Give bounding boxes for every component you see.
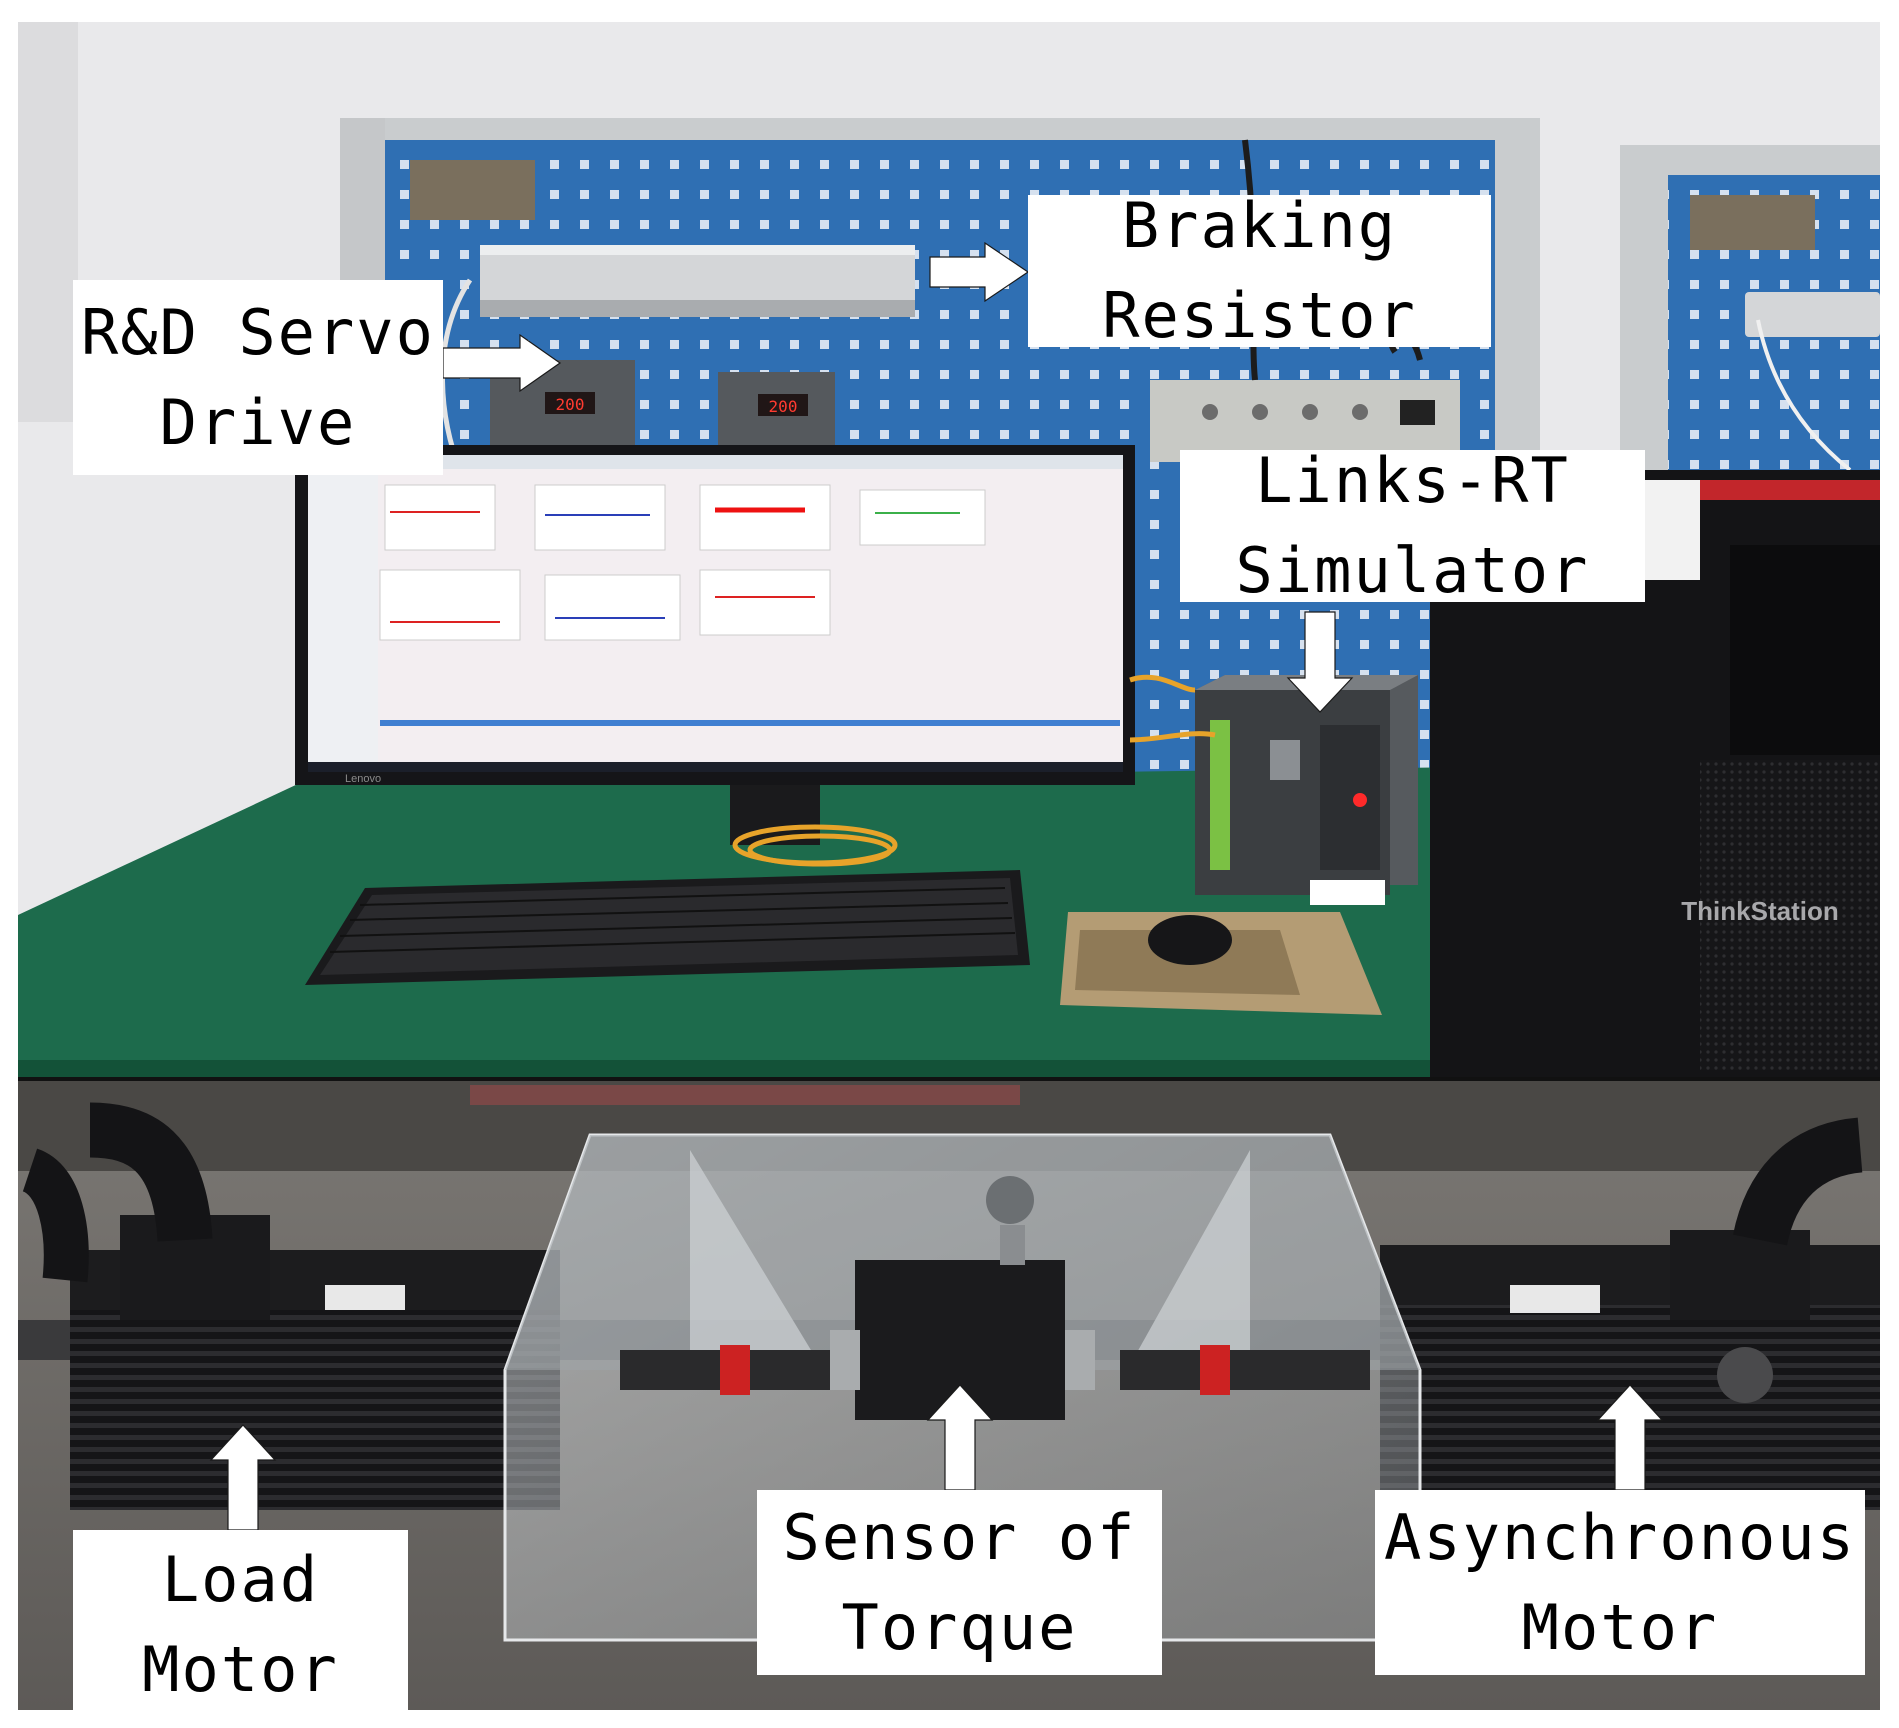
drive-display-2: 200 [769,397,798,416]
label-links-rt-simulator: Links-RT Simulator [1180,444,1645,607]
monitor-brand-text: Lenovo [345,773,381,785]
label-braking-resistor: Braking Resistor [1028,189,1491,352]
links-rt-simulator-box [1195,675,1418,905]
links-rt-io-panel [1150,380,1460,462]
label-braking-resistor-line-2: Resistor [1102,279,1417,352]
label-load-motor-line-1: Load [161,1543,320,1617]
torque-sensor-enclosure [503,1133,1422,1642]
thinkstation-tower: ThinkStation [1430,470,1880,1077]
label-braking-resistor-line-1: Braking [1121,189,1398,263]
pc-brand-text: ThinkStation [1681,896,1838,926]
load-motor-arrow [209,1424,277,1531]
screen-plots [379,484,986,641]
label-servo-drive-line-1: R&D Servo [81,295,435,369]
drive-display-1: 200 [556,395,585,414]
label-links-rt-line-2: Simulator [1235,534,1590,607]
label-load-motor-line-2: Motor [142,1633,339,1706]
mouse-and-pad [1060,912,1382,1015]
braking-arrow [929,241,1030,303]
label-servo-drive: R&D Servo Drive [73,280,443,475]
keyboard [305,870,1030,985]
async-motor-arrow [1596,1384,1664,1491]
label-async-motor-line-1: Asynchronous [1384,1500,1856,1574]
monitor: Lenovo [295,445,1135,845]
sensor-arrow [926,1384,994,1491]
label-sensor-of-torque: Sensor of Torque [757,1490,1162,1675]
braking-resistor [480,245,1880,337]
label-async-motor-line-2: Motor [1521,1590,1719,1664]
label-load-motor: Load Motor [73,1530,408,1720]
label-links-rt-line-1: Links-RT [1255,444,1570,518]
callout-arrows [209,241,1664,1531]
yellow-cables [732,674,1216,867]
load-motor [20,1102,560,1510]
label-asynchronous-motor: Asynchronous Motor [1375,1490,1865,1675]
servo-arrow [442,333,562,393]
label-servo-drive-line-2: Drive [159,385,357,459]
label-sensor-line-2: Torque [841,1590,1078,1664]
label-sensor-line-1: Sensor of [782,1500,1137,1574]
links-rt-arrow [1286,611,1354,713]
